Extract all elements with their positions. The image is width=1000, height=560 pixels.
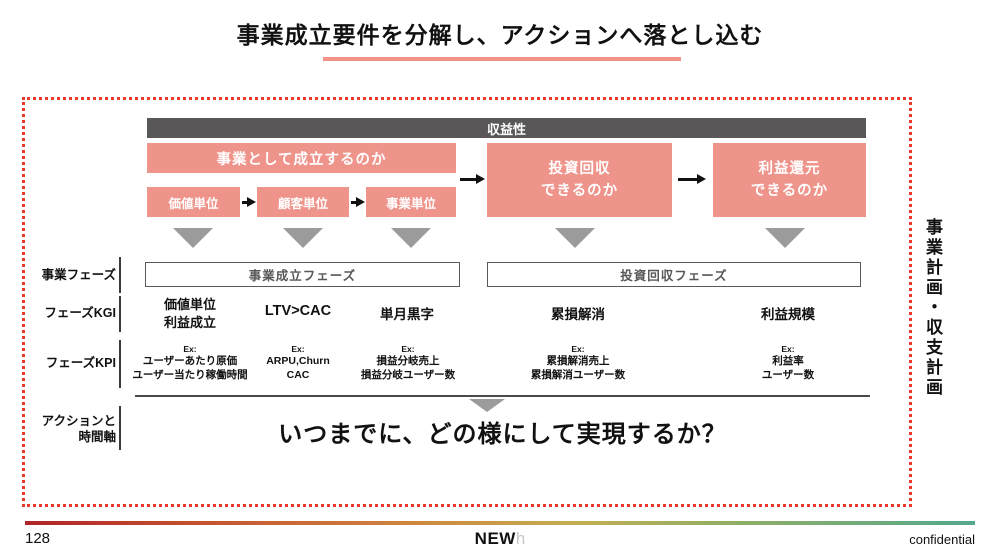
triangle-down-small-icon <box>469 399 505 412</box>
investment-recovery-box: 投資回収 できるのか <box>487 143 672 217</box>
value-unit-box: 価値単位 <box>147 187 240 217</box>
kpi-profit-rate: Ex: 利益率 ユーザー数 <box>761 344 815 381</box>
dotted-frame <box>22 97 912 507</box>
kpi-breakeven: Ex: 損益分岐売上 損益分岐ユーザー数 <box>360 344 456 381</box>
customer-unit-box: 顧客単位 <box>257 187 349 217</box>
footer-gradient-line <box>25 521 975 525</box>
kgi-monthly-profit: 単月黒字 <box>380 307 434 322</box>
logo-light-part: h <box>515 529 526 548</box>
triangle-down-icon <box>283 228 323 248</box>
return-line2: できるのか <box>750 183 829 199</box>
triangle-down-icon <box>555 228 595 248</box>
return-line1: 利益還元 <box>758 161 821 177</box>
kgi-profit-scale: 利益規模 <box>761 307 815 322</box>
row-label-phase-kpi: フェーズKPI <box>45 356 116 370</box>
establish-business-box: 事業として成立するのか <box>147 143 456 173</box>
newh-logo: NEWh <box>0 529 1000 549</box>
action-question: いつまでに、どの様にして実現するか？ <box>278 421 727 448</box>
kgi-ltv-cac: LTV>CAC <box>264 303 332 319</box>
business-unit-box: 事業単位 <box>366 187 456 217</box>
triangle-down-icon <box>173 228 213 248</box>
triangle-down-icon <box>765 228 805 248</box>
kpi-value-unit: Ex: ユーザーあたり原価 ユーザー当たり稼働時間 <box>132 344 248 381</box>
kgi-value-unit: 価値単位 利益成立 <box>163 297 216 330</box>
triangle-down-icon <box>391 228 431 248</box>
kpi-cumulative-loss: Ex: 累損解消売上 累損解消ユーザー数 <box>530 344 626 381</box>
side-vertical-label: 事業計画・収支計画 <box>923 218 942 398</box>
arrow-right-icon <box>460 173 485 185</box>
row-label-action-timeline: アクションと 時間軸 <box>41 414 116 444</box>
phase-box-establish: 事業成立フェーズ <box>145 262 460 287</box>
recovery-line2: できるのか <box>540 183 619 199</box>
profitability-bar: 収益性 <box>147 118 866 138</box>
title-underline <box>323 57 681 61</box>
phase-box-recovery: 投資回収フェーズ <box>487 262 861 287</box>
page-number: 128 <box>25 530 51 547</box>
confidential-label: confidential <box>909 532 975 547</box>
action-divider-line <box>135 395 870 397</box>
row-label-phase-kgi: フェーズKGI <box>44 306 116 320</box>
recovery-line1: 投資回収 <box>548 161 611 177</box>
profit-return-box: 利益還元 できるのか <box>713 143 866 217</box>
kpi-arpu-churn: Ex: ARPU,Churn CAC <box>266 344 330 381</box>
row-divider <box>119 257 121 293</box>
page-title: 事業成立要件を分解し、アクションへ落とし込む <box>236 22 764 48</box>
kgi-cumulative-loss: 累損解消 <box>551 307 605 322</box>
arrow-right-icon <box>351 196 365 208</box>
arrow-right-icon <box>678 173 706 185</box>
arrow-right-icon <box>242 196 256 208</box>
row-label-business-phase: 事業フェーズ <box>41 268 116 282</box>
row-divider <box>119 340 121 388</box>
row-divider <box>119 296 121 332</box>
logo-bold-part: NEW <box>474 529 516 548</box>
row-divider <box>119 406 121 450</box>
